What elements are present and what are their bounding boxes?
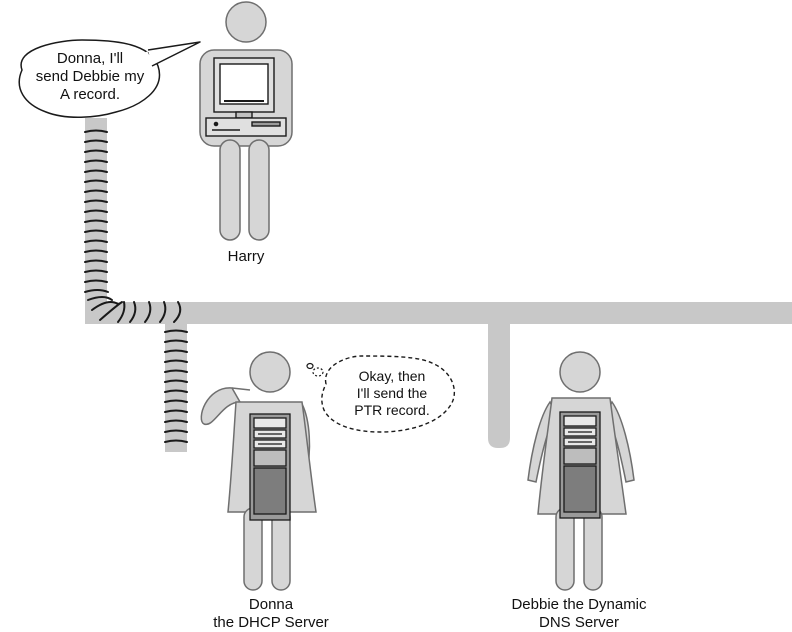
harry-right-leg bbox=[249, 140, 269, 240]
network-bus bbox=[85, 302, 792, 324]
debbie-network-drop bbox=[488, 314, 510, 448]
harry-head bbox=[226, 2, 266, 42]
harry-figure bbox=[200, 2, 292, 240]
harry-bubble-line: Donna, I'll bbox=[28, 50, 152, 68]
donna-role: the DHCP Server bbox=[196, 614, 346, 632]
debbie-name-label: Debbie the Dynamic DNS Server bbox=[494, 596, 664, 632]
donna-bubble-line: PTR record. bbox=[334, 402, 450, 419]
harry-name-label: Harry bbox=[206, 248, 286, 266]
debbie-role: DNS Server bbox=[494, 614, 664, 632]
desktop-computer-icon bbox=[206, 58, 286, 136]
harry-bubble-line: send Debbie my bbox=[28, 68, 152, 86]
donna-bubble-text: Okay, then I'll send the PTR record. bbox=[334, 368, 450, 419]
harry-left-leg bbox=[220, 140, 240, 240]
debbie-left-leg bbox=[556, 508, 574, 590]
debbie-head bbox=[560, 352, 600, 392]
harry-name: Harry bbox=[206, 248, 286, 266]
donna-name-label: Donna the DHCP Server bbox=[196, 596, 346, 632]
donna-head bbox=[250, 352, 290, 392]
donna-figure bbox=[201, 352, 316, 590]
donna-name: Donna bbox=[196, 596, 346, 614]
donna-server-icon bbox=[250, 414, 290, 520]
debbie-right-leg bbox=[584, 508, 602, 590]
harry-bubble-text: Donna, I'll send Debbie my A record. bbox=[28, 50, 152, 104]
donna-bubble-line: I'll send the bbox=[334, 385, 450, 402]
debbie-name: Debbie the Dynamic bbox=[494, 596, 664, 614]
debbie-server-icon bbox=[560, 412, 600, 518]
harry-bubble-line: A record. bbox=[28, 86, 152, 104]
donna-bubble-line: Okay, then bbox=[334, 368, 450, 385]
debbie-figure bbox=[528, 352, 634, 590]
